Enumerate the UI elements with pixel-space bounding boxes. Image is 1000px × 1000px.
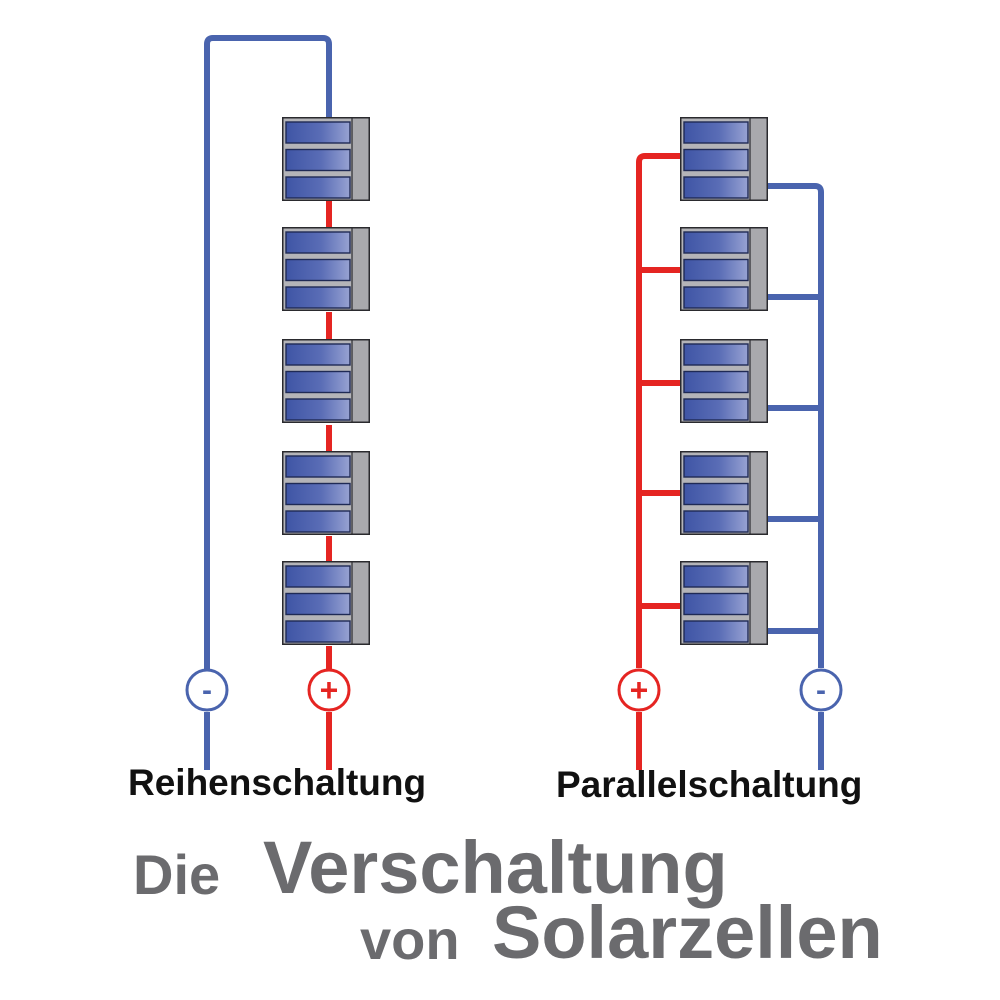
series-terminal-positive: +: [307, 668, 351, 712]
solar-cell: [680, 451, 768, 535]
parallel-wires: [636, 153, 824, 770]
solar-cell: [282, 451, 370, 535]
parallel-cells: [680, 117, 768, 645]
series-cells: [282, 117, 370, 645]
terminal-plus-symbol: +: [320, 672, 339, 708]
solar-cell: [282, 227, 370, 311]
parallel-terminal-negative: -: [799, 668, 843, 712]
series-negative-wire: [204, 35, 332, 673]
parallel-positive-bus: [636, 153, 682, 668]
parallel-terminal-positive: +: [617, 668, 661, 712]
solar-cell: [680, 339, 768, 423]
title-word-von: von: [360, 908, 460, 971]
parallel-negative-bus: [768, 183, 824, 668]
solar-cell: [680, 117, 768, 201]
solar-cell: [282, 561, 370, 645]
terminal-plus-symbol: +: [630, 672, 649, 708]
parallel-caption: Parallelschaltung: [556, 764, 863, 805]
solar-cell: [680, 561, 768, 645]
solar-cell: [282, 339, 370, 423]
terminal-minus-symbol: -: [816, 674, 826, 707]
series-terminal-negative: -: [185, 668, 229, 712]
solar-cell: [282, 117, 370, 201]
solar-cell: [680, 227, 768, 311]
series-wires: [204, 35, 332, 770]
series-caption: Reihenschaltung: [128, 762, 427, 803]
title-word-solarzellen: Solarzellen: [492, 891, 883, 974]
title-word-die: Die: [133, 843, 221, 906]
terminal-minus-symbol: -: [202, 674, 212, 707]
title-word-verschaltung: Verschaltung: [263, 826, 728, 909]
